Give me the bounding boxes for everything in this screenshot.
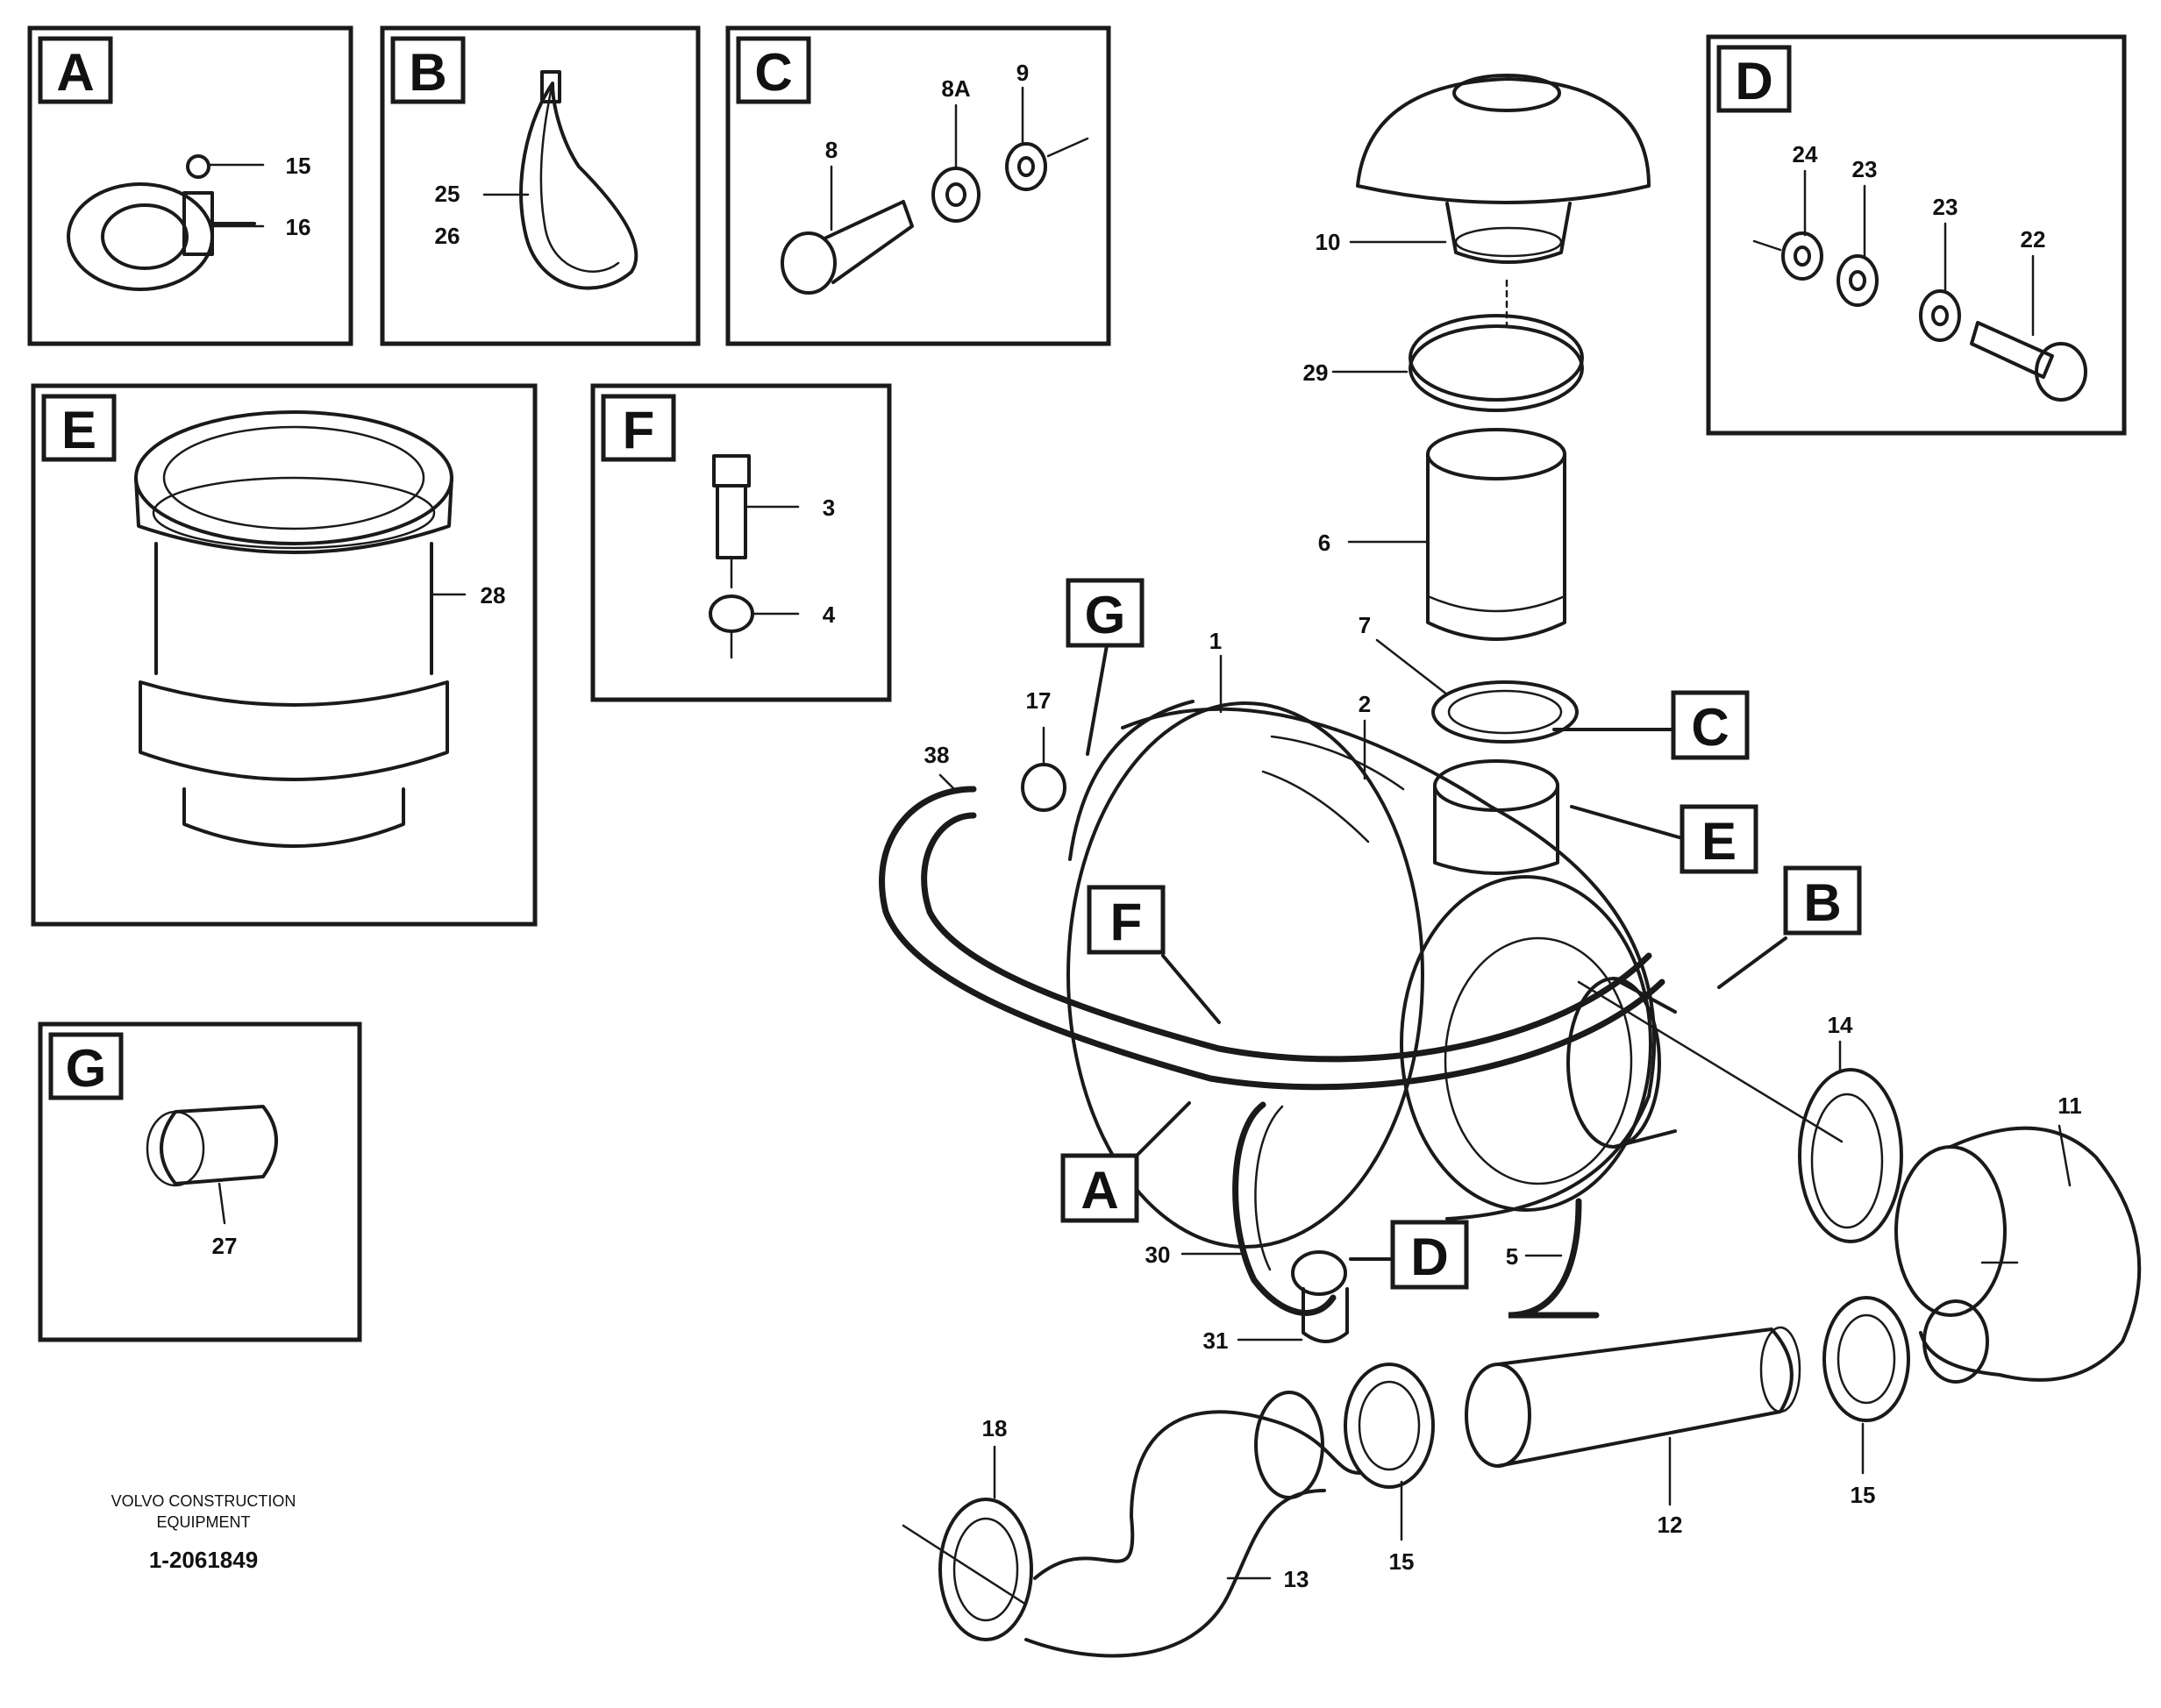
part-number-10: 10 xyxy=(1316,229,1341,255)
inset-f: F 3 4 xyxy=(590,383,892,702)
callout-b: B xyxy=(1717,865,1862,989)
part-number-13: 13 xyxy=(1284,1566,1309,1592)
sealing-ring-7 xyxy=(1431,680,1579,744)
reference-block: VOLVO CONSTRUCTION EQUIPMENT 1-2061849 xyxy=(111,1492,296,1573)
hose-30 xyxy=(1232,1101,1337,1316)
part-number-1: 1 xyxy=(1209,628,1222,654)
filter-housing-1 xyxy=(1066,700,1844,1249)
pre-cleaner-cap xyxy=(1356,74,1651,264)
bolt-washer-nut-drawing xyxy=(781,137,1089,295)
callout-e: E xyxy=(1570,804,1758,874)
callout-a-letter: A xyxy=(1080,1161,1118,1220)
part-number-31: 31 xyxy=(1203,1327,1229,1354)
part-number-23b: 23 xyxy=(1933,194,1958,220)
part-number-23a: 23 xyxy=(1852,156,1878,182)
reference-code: 1-2061849 xyxy=(149,1547,258,1573)
part-number-3: 3 xyxy=(823,495,835,521)
filter-element-drawing xyxy=(134,410,453,848)
callout-g: G xyxy=(1066,578,1145,756)
part-number-6: 6 xyxy=(1318,530,1330,556)
part-number-25: 25 xyxy=(435,181,460,207)
reference-caption-line1: VOLVO CONSTRUCTION xyxy=(111,1492,296,1510)
part-number-12: 12 xyxy=(1658,1512,1683,1538)
hose-13 xyxy=(1024,1391,1361,1658)
inset-d-letter: D xyxy=(1735,52,1772,110)
inset-d: D 24 23 23 22 xyxy=(1706,34,2127,436)
hose-clamp-15-right xyxy=(1822,1296,1910,1422)
part-number-38: 38 xyxy=(924,742,950,768)
valve-31 xyxy=(1291,1250,1349,1343)
callout-d-letter: D xyxy=(1410,1228,1448,1286)
safety-filter-6 xyxy=(1426,428,1566,641)
callout-f-letter: F xyxy=(1110,893,1143,951)
part-number-24: 24 xyxy=(1793,141,1818,167)
callout-g-letter: G xyxy=(1085,586,1126,644)
part-number-8a: 8A xyxy=(941,75,970,102)
inset-g-letter: G xyxy=(66,1039,107,1098)
part-number-15-left: 15 xyxy=(1389,1548,1415,1575)
part-number-29: 29 xyxy=(1303,359,1329,386)
hose-clamp-15-left xyxy=(1344,1363,1435,1489)
callout-f: F xyxy=(1087,885,1221,1024)
rubber-cap-drawing xyxy=(146,1105,278,1187)
part-number-7: 7 xyxy=(1359,612,1371,638)
inset-g: G 27 xyxy=(38,1021,362,1342)
part-number-16: 16 xyxy=(286,214,311,240)
callout-b-letter: B xyxy=(1803,873,1841,932)
part-number-22: 22 xyxy=(2021,226,2046,253)
inset-b-letter: B xyxy=(409,43,446,102)
part-number-14: 14 xyxy=(1828,1012,1853,1038)
callout-c: C xyxy=(1552,690,1750,760)
part-number-26: 26 xyxy=(435,223,460,249)
callout-c-letter: C xyxy=(1691,698,1729,757)
cable-tie-drawing xyxy=(519,70,638,290)
reference-caption-line2: EQUIPMENT xyxy=(156,1513,250,1531)
rubber-pipe-12 xyxy=(1465,1326,1801,1468)
callout-e-letter: E xyxy=(1701,812,1737,871)
hose-clamp-18 xyxy=(902,1498,1033,1641)
nut-washer-bolt-drawing xyxy=(1752,231,2087,402)
part-number-8: 8 xyxy=(825,137,838,163)
inset-b: B 25 26 xyxy=(380,25,701,346)
inset-e-letter: E xyxy=(61,401,96,459)
inset-c-letter: C xyxy=(754,43,792,102)
part-number-11: 11 xyxy=(2058,1092,2082,1119)
clamp-ring-29 xyxy=(1409,314,1584,412)
part-number-5: 5 xyxy=(1506,1243,1518,1270)
inset-c: C 8 8A 9 xyxy=(725,25,1111,346)
part-number-2: 2 xyxy=(1359,691,1371,717)
inset-a: A 15 16 xyxy=(27,25,353,346)
part-number-28: 28 xyxy=(481,582,506,608)
callout-a: A xyxy=(1060,1101,1191,1223)
callout-d: D xyxy=(1349,1220,1469,1290)
part-number-30: 30 xyxy=(1145,1242,1171,1268)
inset-f-letter: F xyxy=(623,401,655,459)
part-number-17: 17 xyxy=(1026,687,1052,714)
part-number-18: 18 xyxy=(982,1415,1008,1441)
main-assembly: 10 29 6 7 xyxy=(879,74,2142,1658)
inset-a-letter: A xyxy=(56,43,94,102)
part-number-15: 15 xyxy=(286,153,311,179)
part-number-4: 4 xyxy=(823,601,836,628)
cap-17 xyxy=(1021,726,1066,812)
hose-clamp-drawing xyxy=(67,154,256,291)
hose-clamp-14 xyxy=(1798,1068,1903,1243)
pipe-5 xyxy=(1508,1198,1600,1319)
part-number-27: 27 xyxy=(212,1233,238,1259)
part-number-15-right: 15 xyxy=(1851,1482,1876,1508)
hose-38 xyxy=(879,786,1665,1091)
inset-e: E 28 xyxy=(31,383,538,927)
part-number-9: 9 xyxy=(1016,60,1029,86)
rubber-elbow-11 xyxy=(1894,1126,2142,1384)
